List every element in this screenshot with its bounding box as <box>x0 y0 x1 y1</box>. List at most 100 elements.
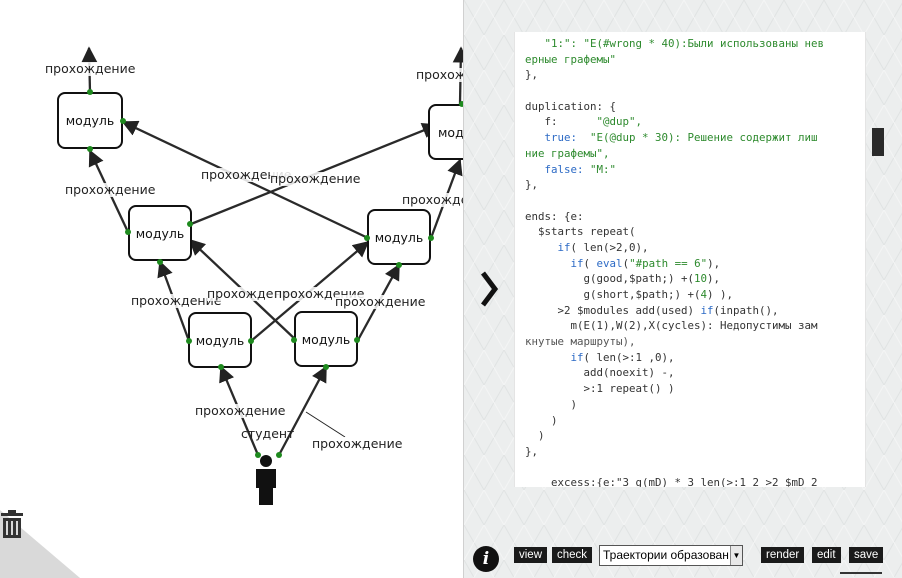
port-dot[interactable] <box>323 364 329 370</box>
view-button[interactable]: view <box>514 547 548 563</box>
diagram-canvas[interactable]: модуль модуль модуль модуль модуль модул… <box>0 0 465 578</box>
code-token: ерные графемы" <box>525 52 617 66</box>
code-line: false: "M:" <box>525 162 857 178</box>
code-line: }, <box>525 67 857 83</box>
editor-scrollbar-thumb[interactable] <box>872 128 884 156</box>
code-token: excess:{e:"3 g(mD) * 3 len(>:1 2 >2 $mD … <box>525 476 818 487</box>
trajectory-select[interactable]: Траектории образован ▼ <box>599 545 743 566</box>
trajectory-select-value: Траектории образован <box>603 548 729 562</box>
port-dot[interactable] <box>87 89 93 95</box>
code-token: ends: {e: <box>525 209 584 223</box>
module-label: модуль <box>195 332 245 348</box>
trash-icon[interactable] <box>0 510 24 538</box>
code-token: ), <box>707 256 721 270</box>
code-line: ерные графемы" <box>525 52 857 68</box>
code-line: f: "@dup", <box>525 114 857 130</box>
port-dot[interactable] <box>120 118 126 124</box>
code-line: if( len(>2,0), <box>525 240 857 256</box>
code-token: }, <box>525 444 539 458</box>
code-line <box>525 460 857 476</box>
port-dot[interactable] <box>87 146 93 152</box>
code-token: ( <box>583 256 597 270</box>
port-dot[interactable] <box>291 337 297 343</box>
edge-student-lowright[interactable] <box>277 365 328 456</box>
code-line: ) <box>525 413 857 429</box>
port-dot[interactable] <box>364 235 370 241</box>
code-line: }, <box>525 177 857 193</box>
module-label: модуль <box>135 225 185 241</box>
code-token: "1:": <box>525 37 584 50</box>
bottom-toolbar: i view check Траектории образован ▼ rend… <box>464 540 902 578</box>
port-dot[interactable] <box>396 262 402 268</box>
module-node-low-left[interactable]: модуль <box>188 312 252 368</box>
code-line: if( len(>:1 ,0), <box>525 350 857 366</box>
code-token: f: <box>525 115 597 129</box>
code-token: ) ), <box>707 288 734 301</box>
code-editor[interactable]: "1:": "E(#wrong * 40):Были использованы … <box>514 32 866 487</box>
render-button[interactable]: render <box>761 547 805 563</box>
code-line: g(short,$path;) +(4) ), <box>525 287 857 303</box>
port-dot[interactable] <box>186 338 192 344</box>
code-line: >:1 repeat() ) <box>525 381 857 397</box>
editor-panel: "1:": "E(#wrong * 40):Были использованы … <box>463 0 902 578</box>
module-label: модуль <box>374 229 424 245</box>
label-leader-line <box>305 411 346 438</box>
edge-label: прохождение <box>65 182 156 197</box>
code-line: g(good,$path;) +(10), <box>525 271 857 287</box>
port-dot[interactable] <box>354 337 360 343</box>
module-node-mid-right[interactable]: модуль <box>367 209 431 265</box>
code-token: 4 <box>700 288 708 301</box>
port-dot[interactable] <box>428 235 434 241</box>
code-token: add(noexit) -, <box>525 366 675 380</box>
port-dot[interactable] <box>459 101 465 107</box>
edge-label: прохождение <box>416 68 465 82</box>
chevron-down-icon[interactable]: ▼ <box>730 546 742 565</box>
code-token: ( len(>2,0), <box>570 240 649 254</box>
code-line: кнутые маршруты), <box>525 334 857 350</box>
code-line: }, <box>525 444 857 460</box>
code-line: true: "E(@dup * 30): Решение содержит ли… <box>525 130 857 146</box>
port-dot[interactable] <box>218 364 224 370</box>
code-token: "E(#wrong * 40):Были использованы нев <box>583 37 825 50</box>
trash-area[interactable] <box>0 510 80 578</box>
code-token: eval <box>596 256 623 270</box>
edge-label: прохождение <box>195 403 286 418</box>
code-token: "E(@dup * 30): Решение содержит лиш <box>590 131 818 145</box>
port-dot[interactable] <box>276 452 282 458</box>
code-line: >2 $modules add(used) if(inpath(), <box>525 303 857 319</box>
edge-label: прохождение <box>201 167 292 182</box>
code-line: "1:": "E(#wrong * 40):Были использованы … <box>525 36 857 52</box>
port-dot[interactable] <box>248 338 254 344</box>
info-icon[interactable]: i <box>473 546 499 572</box>
edit-button[interactable]: edit <box>812 547 841 563</box>
code-token: if <box>557 240 571 254</box>
code-line: ) <box>525 428 857 444</box>
port-dot[interactable] <box>187 221 193 227</box>
code-token: false: <box>525 162 591 176</box>
code-token: 10 <box>694 272 708 286</box>
collapse-panel-arrow-icon[interactable] <box>480 270 498 308</box>
code-token: g(short,$path;) +( <box>525 288 701 301</box>
edge-label: прохождение <box>335 294 426 309</box>
code-line: $starts repeat( <box>525 224 857 240</box>
code-token: ) <box>525 413 558 427</box>
code-token: кнутые маршруты), <box>525 335 636 349</box>
module-node-top-right[interactable]: модуль <box>428 104 465 160</box>
port-dot[interactable] <box>157 259 163 265</box>
save-button[interactable]: save <box>849 547 884 563</box>
module-node-mid-left[interactable]: модуль <box>128 205 192 261</box>
check-button[interactable]: check <box>552 547 593 563</box>
code-token: ) <box>525 429 545 443</box>
code-token <box>525 257 571 270</box>
port-dot[interactable] <box>255 452 261 458</box>
code-token <box>525 241 558 254</box>
code-line: ние графемы", <box>525 146 857 162</box>
code-token: true: <box>525 131 591 145</box>
code-line: ) <box>525 397 857 413</box>
module-node-top-left[interactable]: модуль <box>57 92 123 149</box>
code-line: m(E(1),W(2),X(cycles): Недопустимы зам <box>525 318 857 334</box>
module-node-low-right[interactable]: модуль <box>294 311 358 367</box>
port-dot[interactable] <box>125 229 131 235</box>
student-icon[interactable] <box>253 455 279 505</box>
edge-label: прохождение <box>270 171 361 186</box>
